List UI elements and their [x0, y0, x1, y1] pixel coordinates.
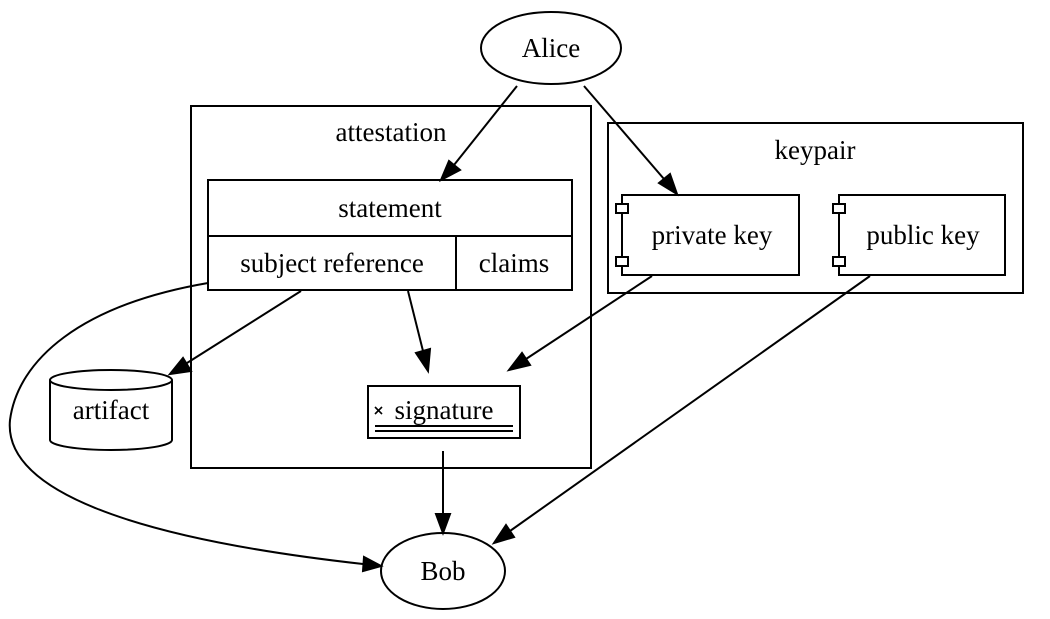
edge-alice-private-key: [583, 85, 679, 197]
artifact-node: artifact: [49, 369, 173, 451]
artifact-label: artifact: [73, 395, 150, 425]
signature-border: [367, 385, 521, 439]
claims-label: claims: [479, 248, 549, 278]
edge-signature-bob: [434, 451, 452, 536]
alice-ellipse: [480, 11, 622, 85]
keypair-cluster-label: keypair: [775, 135, 856, 165]
edge-subject-reference-bob: [8, 282, 384, 573]
attestation-cluster-label: attestation: [336, 117, 447, 147]
public-key-label: public key: [866, 220, 980, 250]
edge-public-key-bob: [491, 275, 871, 545]
alice-node: Alice: [480, 11, 622, 85]
edge-private-key-signature: [506, 275, 653, 372]
public-key-border: [838, 194, 1006, 276]
private-key-port-top: [615, 203, 629, 214]
signature-node: signature: [367, 385, 521, 439]
edge-subject-reference-signature: [407, 290, 432, 374]
private-key-port-bottom: [615, 256, 629, 267]
artifact-cylinder-rim: [49, 379, 173, 391]
public-key-port-top: [832, 203, 846, 214]
bob-label: Bob: [420, 556, 465, 586]
alice-label: Alice: [522, 33, 580, 63]
artifact-cylinder: [49, 369, 173, 451]
public-key-port-bottom: [832, 256, 846, 267]
bob-node: Bob: [380, 532, 506, 610]
signature-label: signature: [395, 395, 494, 425]
cross-mark-icon: [374, 406, 383, 415]
private-key-node: private key: [615, 194, 800, 276]
statement-label: statement: [338, 193, 442, 223]
edge-subject-reference-artifact: [167, 290, 302, 376]
private-key-label: private key: [652, 220, 773, 250]
statement-record: statement subject reference claims: [207, 179, 573, 291]
private-key-border: [621, 194, 800, 276]
public-key-node: public key: [832, 194, 1006, 276]
subject-reference-label: subject reference: [240, 248, 424, 278]
edge-alice-statement: [438, 85, 518, 183]
